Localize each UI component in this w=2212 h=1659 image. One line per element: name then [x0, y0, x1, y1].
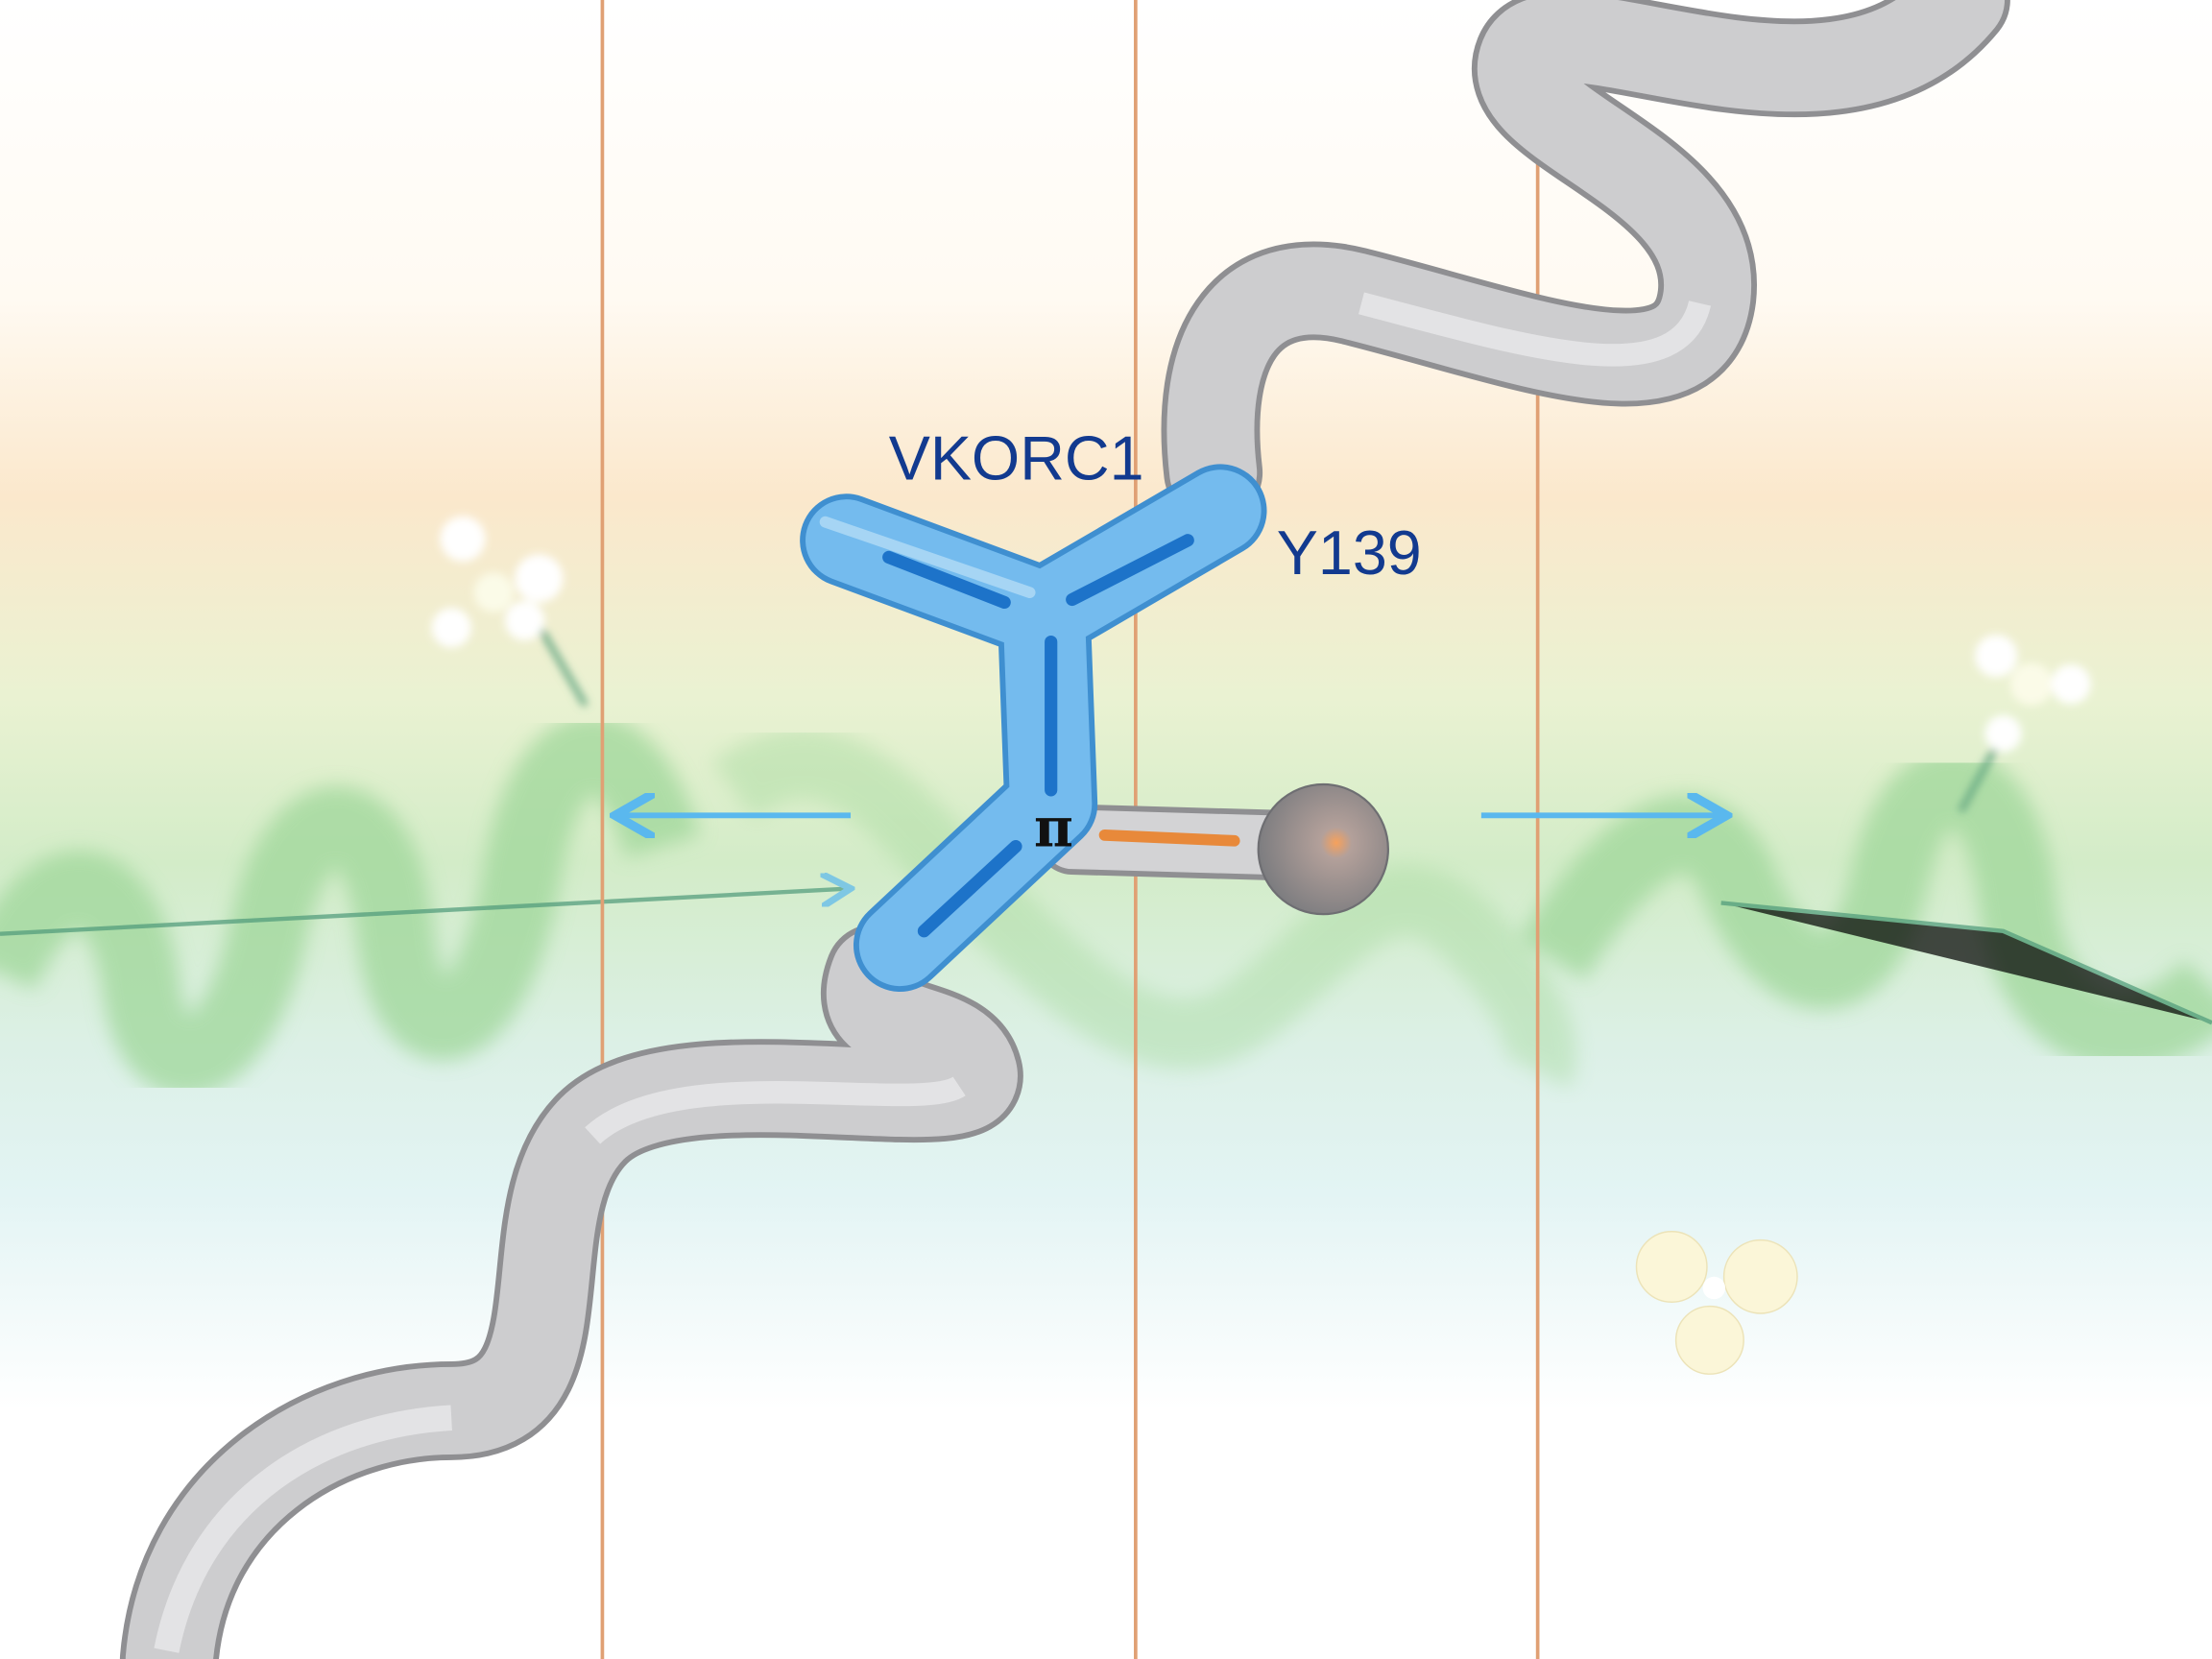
- background-green-helix-center: [712, 728, 1577, 1089]
- white-cluster-right: [1958, 635, 2091, 813]
- axis-line-left: [0, 889, 847, 936]
- white-cluster-left: [431, 516, 589, 708]
- white-cluster-bottom: [1635, 1231, 1798, 1375]
- residue-label: Y139: [1277, 517, 1422, 588]
- pi-interaction-label: π: [1034, 798, 1073, 860]
- background-green-helix-left: [0, 714, 701, 1096]
- gray-atom-sphere: [1257, 782, 1389, 916]
- gray-helix-ribbon-lower: [119, 924, 1023, 1659]
- molecule: [800, 464, 1389, 992]
- orange-bond: [1098, 830, 1240, 847]
- protein-label: VKORC1: [889, 423, 1144, 493]
- gray-helix-ribbon-upper: [1161, 0, 2010, 522]
